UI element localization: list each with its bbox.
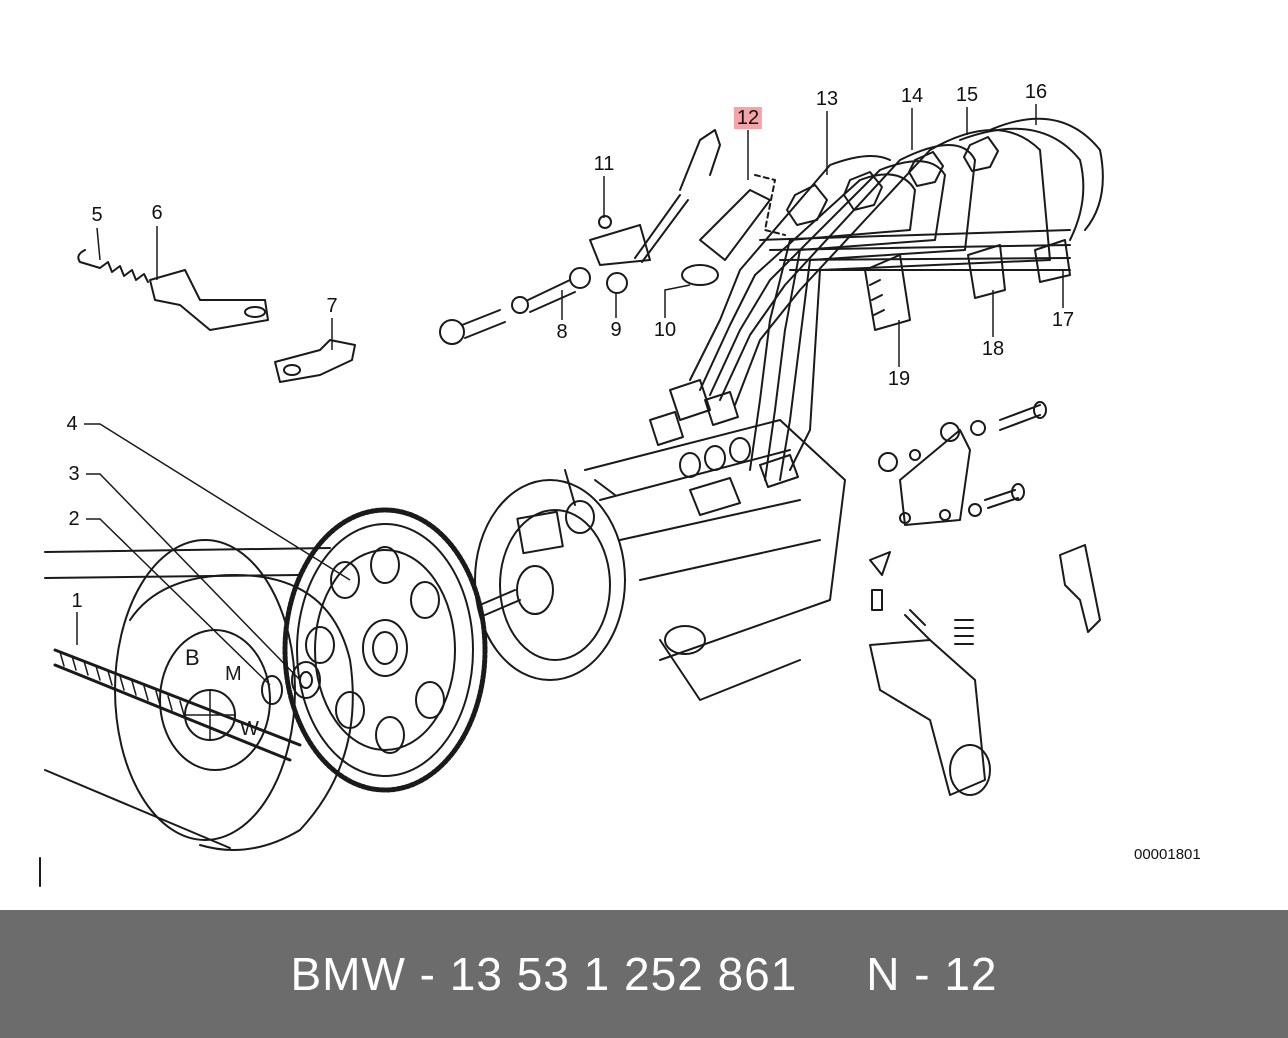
callout-4: 4 [66, 413, 78, 435]
union-nuts [786, 136, 999, 226]
callout-5: 5 [91, 204, 103, 226]
leader-3 [86, 473, 301, 681]
nut-9 [606, 272, 628, 294]
spring-and-bracket [77, 249, 269, 331]
callout-8: 8 [556, 321, 568, 343]
svg-text:W: W [240, 718, 259, 740]
pressure-valve [681, 174, 786, 286]
callout-1: 1 [71, 590, 83, 612]
solenoid-assembly [869, 551, 991, 796]
leader-lines [76, 104, 1064, 686]
callout-10: 10 [653, 319, 677, 341]
callout-6: 6 [151, 202, 163, 224]
linkage-rod [439, 267, 591, 345]
pulley-housing [44, 547, 354, 851]
callout-14: 14 [900, 85, 924, 107]
part-number-text: BMW - 13 53 1 252 861 [290, 948, 798, 1000]
callout-19: 19 [887, 368, 911, 390]
page-reference-text: N - 12 [866, 948, 998, 1000]
callout-16: 16 [1024, 81, 1048, 103]
callout-9: 9 [610, 319, 622, 341]
gear-bolt-washer [261, 661, 321, 705]
line-clamps [864, 239, 1071, 331]
parts-diagram: B M W [39, 81, 1201, 887]
footer-caption: BMW - 13 53 1 252 861 N - 12 [0, 910, 1288, 1038]
callout-7: 7 [326, 295, 338, 317]
leader-2 [86, 518, 271, 686]
callout-15: 15 [955, 84, 979, 106]
diagram-reference-code: 00001801 [1134, 846, 1201, 863]
callout-3: 3 [68, 463, 80, 485]
toothed-belt [53, 648, 302, 762]
injection-pump-body [474, 419, 846, 701]
callout-2: 2 [68, 508, 80, 530]
svg-text:B: B [185, 645, 200, 670]
control-lever [589, 129, 721, 266]
bracket-right [1059, 544, 1101, 633]
callout-13: 13 [815, 88, 839, 110]
callout-11: 11 [593, 153, 615, 175]
drive-gear [282, 507, 488, 793]
leader-5 [96, 227, 101, 261]
injection-lines [689, 117, 1104, 481]
pump-support-bracket [878, 401, 1047, 526]
bmw-pulley: B M W [114, 539, 296, 841]
fuel-injection-pump-drawing: B M W [39, 117, 1104, 887]
leader-10 [664, 284, 691, 318]
bracket-7 [274, 339, 356, 383]
svg-text:M: M [225, 663, 242, 685]
callout-18: 18 [981, 338, 1005, 360]
leader-4 [84, 423, 351, 581]
footer-bar: BMW - 13 53 1 252 861 N - 12 [0, 910, 1288, 1038]
callout-17: 17 [1051, 309, 1075, 331]
callout-12-highlighted: 12 [733, 107, 763, 129]
